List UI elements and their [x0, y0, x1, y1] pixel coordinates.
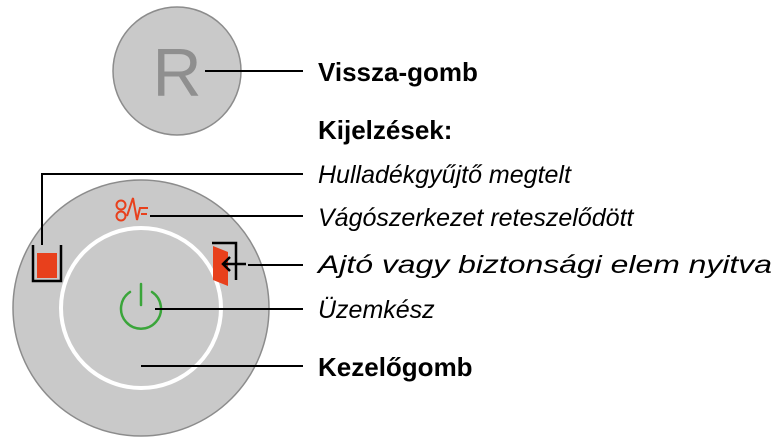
- cutter-locked-label: Vágószerkezet reteszelődött: [318, 204, 635, 232]
- power-icon: [119, 282, 163, 330]
- indicators-heading: Kijelzések:: [318, 115, 452, 145]
- leader-lines: [41, 70, 303, 367]
- door-open-icon: [212, 241, 246, 286]
- door-open-label: Ajtó vagy biztonsági elem nyitva: [315, 251, 772, 279]
- waste-full-label: Hulladékgyűjtő megtelt: [318, 161, 572, 189]
- ready-label: Üzemkész: [318, 296, 435, 324]
- back-button-label: Vissza-gomb: [318, 57, 478, 87]
- back-button[interactable]: R: [112, 6, 242, 136]
- back-button-letter: R: [152, 35, 201, 111]
- leader-waste-full: [41, 173, 303, 245]
- cutter-lock-icon: [115, 197, 148, 222]
- control-button-label: Kezelőgomb: [318, 352, 473, 382]
- waste-bin-icon: [31, 245, 63, 283]
